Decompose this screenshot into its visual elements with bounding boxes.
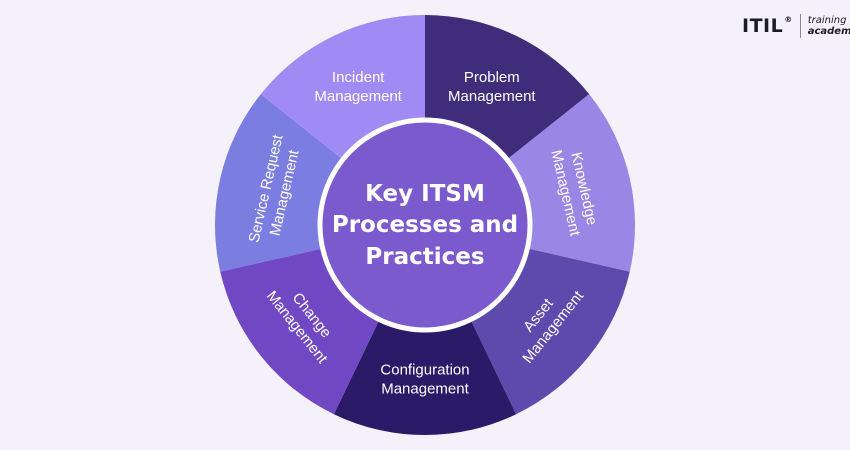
segment-label-line: Configuration — [380, 362, 469, 379]
segment-label-line: Problem — [464, 69, 520, 86]
itil-training-academy-logo: ITIL® training academy — [742, 14, 850, 38]
logo-subtitle: training academy — [807, 15, 850, 37]
logo-divider — [799, 14, 801, 38]
segment-label-line: Management — [314, 88, 402, 105]
center-disc — [317, 117, 533, 333]
center-title-line-1: Key ITSM — [365, 181, 485, 207]
segment-label-line: Management — [381, 381, 469, 398]
center-title-line-3: Practices — [365, 244, 484, 270]
center-title-line-2: Processes and — [332, 212, 518, 238]
logo-itil-text: ITIL® — [742, 15, 793, 37]
segment-label-line: Incident — [332, 69, 385, 86]
labels-layer: ProblemManagementKnowledgeManagementAsse… — [246, 69, 601, 398]
segment-label-line: Management — [448, 88, 536, 105]
center-circle: Key ITSM Processes and Practices — [317, 117, 533, 333]
